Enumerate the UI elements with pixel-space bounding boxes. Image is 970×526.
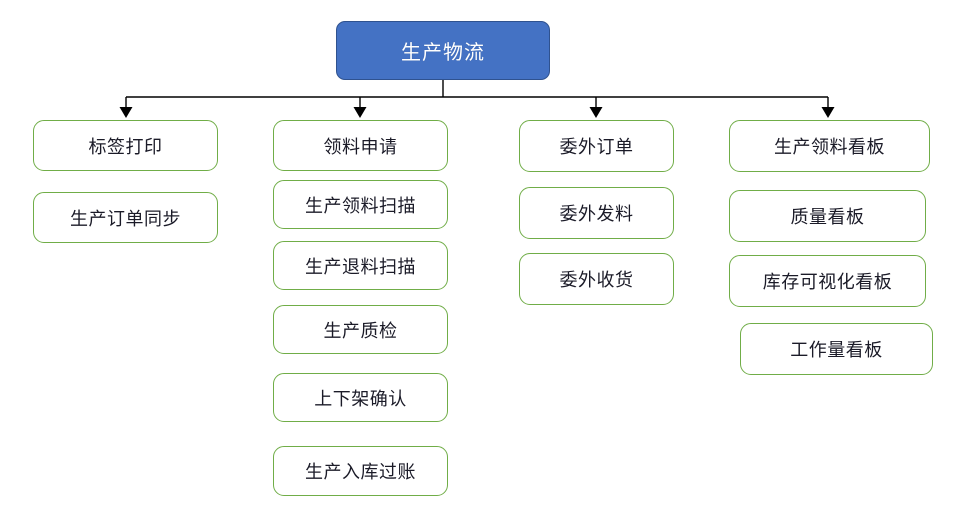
arrowhead-branch-3: [589, 107, 603, 118]
leaf-node[interactable]: 委外发料: [519, 187, 674, 239]
leaf-node-label: 生产领料扫描: [305, 195, 416, 216]
leaf-node-label: 质量看板: [790, 207, 865, 227]
leaf-node-label: 库存可视化看板: [762, 272, 893, 292]
root-node-label: 生产物流: [401, 42, 485, 64]
leaf-node-label: 上下架确认: [314, 388, 407, 409]
leaf-node[interactable]: 生产订单同步: [33, 192, 218, 243]
leaf-node-label: 生产质检: [323, 320, 398, 341]
leaf-node-label: 生产入库过账: [305, 462, 416, 482]
root-node-production-logistics[interactable]: 生产物流: [336, 21, 550, 80]
leaf-node[interactable]: 上下架确认: [273, 373, 448, 422]
leaf-node[interactable]: 委外订单: [519, 120, 674, 172]
leaf-node-label: 生产领料看板: [774, 137, 885, 157]
leaf-node[interactable]: 生产退料扫描: [273, 241, 448, 290]
leaf-node-label: 标签打印: [88, 136, 163, 157]
leaf-node-label: 领料申请: [323, 136, 398, 157]
leaf-node[interactable]: 生产领料看板: [729, 120, 930, 172]
leaf-node-label: 委外发料: [559, 204, 634, 224]
leaf-node[interactable]: 生产质检: [273, 305, 448, 354]
arrowhead-branch-1: [119, 107, 133, 118]
leaf-node[interactable]: 生产入库过账: [273, 446, 448, 496]
leaf-node-label: 委外收货: [559, 270, 634, 290]
leaf-node[interactable]: 工作量看板: [740, 323, 933, 375]
leaf-node[interactable]: 委外收货: [519, 253, 674, 305]
leaf-node-label: 生产订单同步: [70, 208, 181, 229]
leaf-node-label: 工作量看板: [790, 340, 883, 360]
arrowhead-branch-2: [353, 107, 367, 118]
leaf-node[interactable]: 生产领料扫描: [273, 180, 448, 229]
arrowhead-branch-4: [821, 107, 835, 118]
leaf-node-label: 生产退料扫描: [305, 256, 416, 277]
leaf-node[interactable]: 库存可视化看板: [729, 255, 926, 307]
leaf-node[interactable]: 标签打印: [33, 120, 218, 171]
leaf-node-label: 委外订单: [559, 137, 634, 157]
leaf-node[interactable]: 领料申请: [273, 120, 448, 171]
leaf-node[interactable]: 质量看板: [729, 190, 926, 242]
